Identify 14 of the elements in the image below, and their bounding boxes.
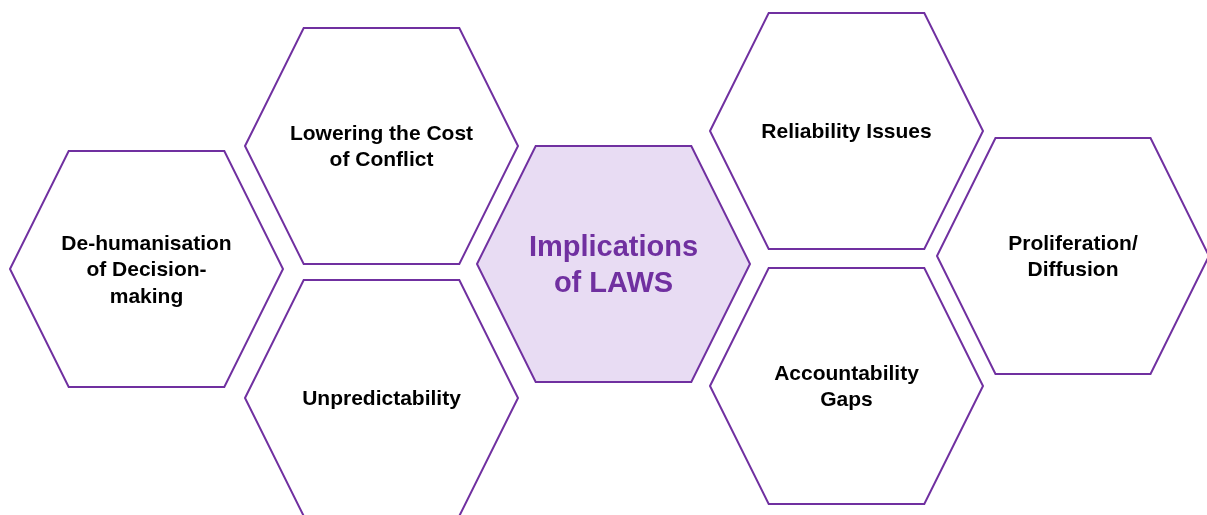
- central-hexagon-label: Implications of LAWS: [527, 228, 700, 300]
- hexagon-label: Proliferation/ Diffusion: [1007, 229, 1139, 282]
- hexagon-label: De-humanisation of Decision-making: [60, 229, 233, 309]
- hexagon: [245, 279, 518, 515]
- hexagon-label: Unpredictability: [301, 384, 462, 411]
- hexagon: [477, 145, 750, 383]
- hexagon: [10, 150, 283, 388]
- hexagon-label: Lowering the Cost of Conflict: [288, 119, 475, 172]
- hexagon-label: Reliability Issues: [760, 117, 933, 144]
- hexagon: [937, 137, 1207, 375]
- hexagon: [245, 27, 518, 265]
- hexagon: [710, 12, 983, 250]
- hexagon-label: Accountability Gaps: [773, 359, 920, 412]
- hexagon: [710, 267, 983, 505]
